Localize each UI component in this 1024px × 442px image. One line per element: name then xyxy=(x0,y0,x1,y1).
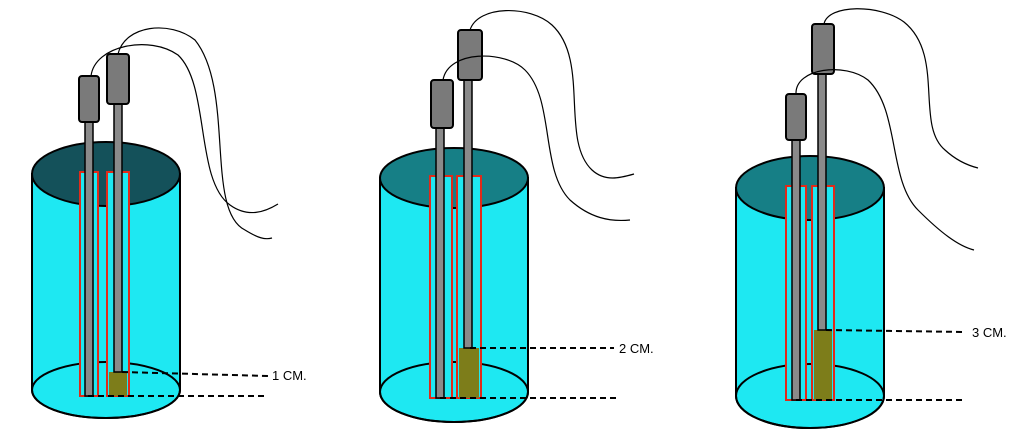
electrode-left xyxy=(78,75,100,397)
depth-line-top xyxy=(825,329,967,333)
setup-1: 1 CM. xyxy=(31,27,307,419)
cable-2 xyxy=(117,27,273,240)
cylinder-bottom xyxy=(735,363,885,429)
cable-2 xyxy=(823,8,979,169)
cable-2 xyxy=(469,9,635,179)
liquid-surface xyxy=(735,155,885,221)
depth-label-2: 2 CM. xyxy=(619,341,654,356)
cable-1 xyxy=(442,55,631,222)
electrode-right xyxy=(811,23,835,401)
setup-2: 2 CM. xyxy=(379,9,654,423)
cable-1 xyxy=(795,69,975,251)
cable-1 xyxy=(90,44,279,214)
sample-fill xyxy=(814,330,832,400)
electrode-left xyxy=(785,93,807,401)
cylinder-body xyxy=(379,177,529,423)
sample-fill xyxy=(459,348,479,398)
setup-3: 3 CM. xyxy=(735,8,1007,429)
electrode-left xyxy=(429,79,454,399)
cylinder-bottom xyxy=(379,361,529,423)
electrode-right xyxy=(456,29,483,399)
depth-label-3: 3 CM. xyxy=(972,325,1007,340)
depth-label-1: 1 CM. xyxy=(272,368,307,383)
depth-line-top xyxy=(121,371,269,377)
sample-fill xyxy=(109,372,127,396)
liquid-surface xyxy=(379,147,529,209)
cylinder-body xyxy=(735,187,885,429)
electrode-right xyxy=(106,53,130,397)
